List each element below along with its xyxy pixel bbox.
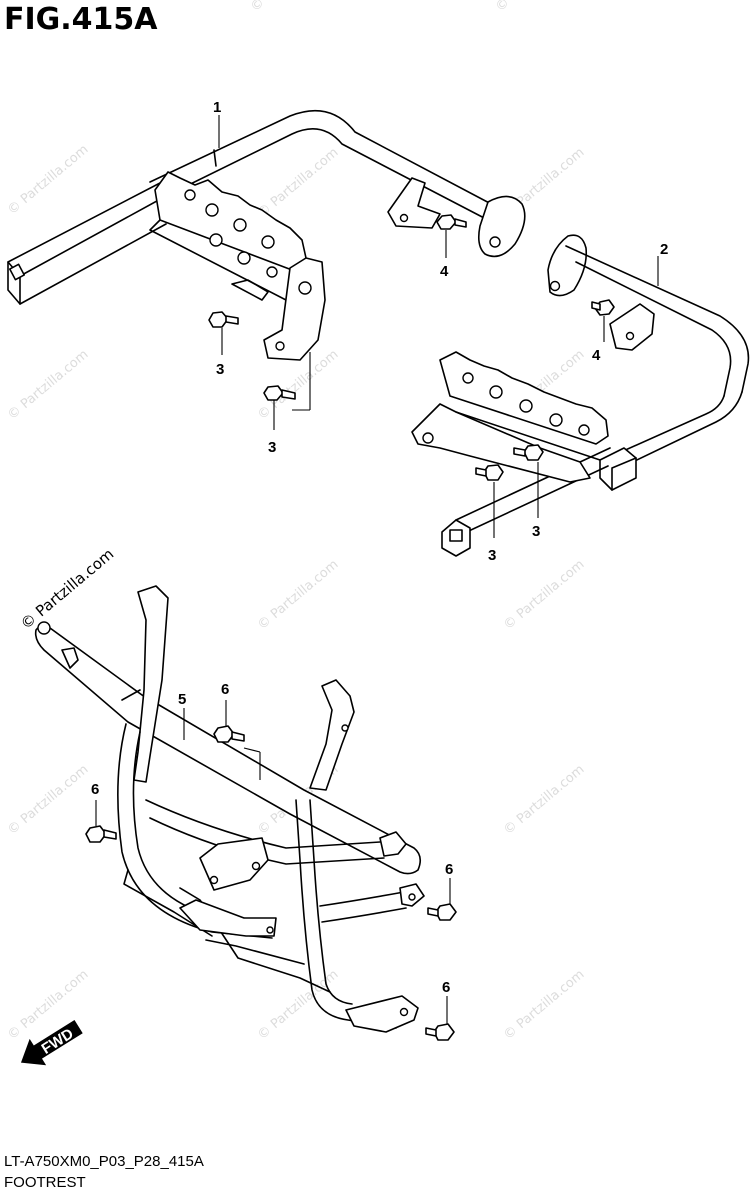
- callout-6: 6: [221, 681, 229, 698]
- watermark: © Partzilla.com: [501, 762, 587, 838]
- callout-1: 1: [213, 99, 221, 116]
- bolt-frame-center: [213, 700, 245, 743]
- bolt-left-lower: [263, 385, 296, 430]
- watermark: © Partzilla.com: [255, 967, 341, 1043]
- callout-labels: 1 2 3 3 3 3 4 4 5 6 6 6 6: [91, 99, 668, 996]
- callout-4: 4: [440, 263, 449, 280]
- callout-6: 6: [445, 861, 453, 878]
- figure-code: LT-A750XM0_P03_P28_415A: [4, 1153, 204, 1170]
- watermark: © Partzilla.com: [255, 557, 341, 633]
- callout-6: 6: [91, 781, 99, 798]
- callout-5: 5: [178, 691, 186, 708]
- watermark: © Partzilla.com: [501, 557, 587, 633]
- callout-3: 3: [216, 361, 224, 378]
- callout-3: 3: [488, 547, 496, 564]
- bolt-right-upper: [513, 444, 544, 518]
- bolt-right-lower: [475, 464, 504, 538]
- callout-2: 2: [660, 241, 668, 258]
- callout-3: 3: [532, 523, 540, 540]
- watermark: © Partzilla.com: [248, 0, 334, 15]
- watermark: © Partzilla.com: [493, 0, 579, 15]
- footrest-frame: [34, 585, 425, 1033]
- callout-4: 4: [592, 347, 601, 364]
- fwd-arrow-icon: FWD: [20, 1020, 83, 1066]
- watermark: © Partzilla.com: [5, 142, 91, 218]
- bolt-frame-right-lower: [425, 996, 455, 1041]
- watermark-dark: © Partzilla.com: [17, 545, 117, 633]
- bolt-right-rear: [591, 299, 615, 342]
- watermark: © Partzilla.com: [501, 967, 587, 1043]
- watermark-layer: © Partzilla.com © Partzilla.com © Partzi…: [5, 0, 587, 1043]
- watermark: © Partzilla.com: [5, 762, 91, 838]
- footrest-left-assembly: [7, 109, 526, 411]
- bolt-left-rear: [436, 214, 467, 258]
- bolt-frame-left: [85, 800, 117, 843]
- figure-name: FOOTREST: [4, 1174, 86, 1191]
- bolt-frame-right-upper: [427, 878, 457, 921]
- callout-6: 6: [442, 979, 450, 996]
- watermark: © Partzilla.com: [5, 347, 91, 423]
- callout-3: 3: [268, 439, 276, 456]
- footrest-right-assembly: [411, 234, 750, 557]
- figure-title: FIG.415A: [4, 2, 158, 37]
- watermark: © Partzilla.com: [255, 145, 341, 221]
- bolt-left-upper: [208, 311, 239, 355]
